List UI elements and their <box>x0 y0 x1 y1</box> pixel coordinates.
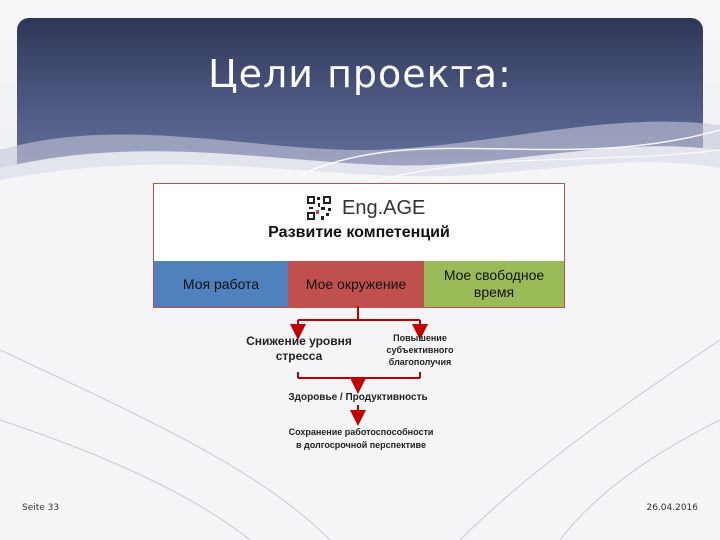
diagram-subtitle: Развитие компетенций <box>268 224 450 241</box>
page-number: Seite 33 <box>22 503 60 513</box>
competence-diagram: Eng.AGE Развитие компетенций Моя работа … <box>153 183 565 308</box>
category-boxes: Моя работа Мое окружение Мое свободное в… <box>154 261 564 307</box>
box-my-work: Моя работа <box>154 261 288 307</box>
node-work-ability-preservation: Сохранение работоспособности в долгосроч… <box>288 427 434 450</box>
box-my-free-time: Мое свободное время <box>424 261 564 307</box>
node-health-productivity: Здоровье / Продуктивность <box>288 392 428 403</box>
logo-text: Eng.AGE <box>342 196 426 219</box>
node-wellbeing-increase: Повышение субъективного благополучия <box>386 333 454 367</box>
slide-title: Цели проекта: <box>208 52 512 96</box>
slide-date: 26.04.2016 <box>646 503 698 513</box>
engage-logo: Eng.AGE <box>306 195 425 221</box>
box-my-environment: Мое окружение <box>288 261 424 307</box>
node-stress-reduction: Снижение уровня стресса <box>246 334 352 363</box>
qr-code-icon <box>306 195 332 221</box>
